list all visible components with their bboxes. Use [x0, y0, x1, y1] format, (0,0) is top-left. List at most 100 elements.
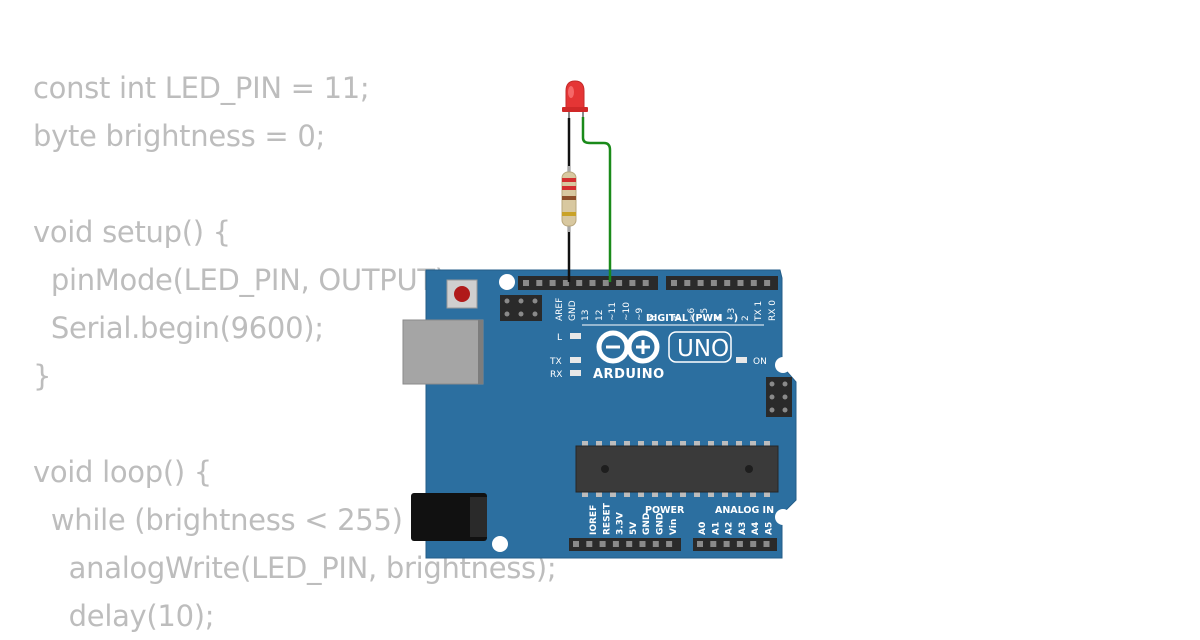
digital-pin-label: RX 0	[768, 300, 778, 321]
led-tx-label: TX	[549, 357, 562, 367]
chip-pin	[694, 491, 700, 497]
resistor[interactable]	[561, 166, 577, 232]
code-line: Serial.begin(9600);	[33, 311, 324, 345]
power-pin-label: RESET	[602, 502, 612, 535]
digital-header-left	[518, 276, 658, 290]
header-pin[interactable]	[536, 280, 543, 286]
power-pin-label: IOREF	[589, 505, 599, 535]
led-tx	[570, 357, 581, 363]
chip-pin	[596, 441, 602, 447]
header-pin[interactable]	[724, 280, 731, 286]
header-pin[interactable]	[671, 280, 677, 286]
power-pin-label: Vin	[669, 519, 679, 535]
digital-pin-label: ~6	[687, 307, 697, 321]
header-pin[interactable]	[763, 541, 770, 547]
header-pin[interactable]	[750, 541, 757, 547]
wire-pin11[interactable]	[581, 117, 612, 282]
digital-pin-holes	[523, 280, 771, 286]
chip-pin	[582, 441, 588, 447]
usb-port-edge	[478, 320, 483, 384]
chip-pin	[624, 491, 630, 497]
chip-pin	[736, 491, 742, 497]
chip-pin	[638, 441, 644, 447]
digital-pin-label: AREF	[555, 298, 565, 321]
header-pin[interactable]	[666, 541, 673, 547]
icsp-header-right	[766, 377, 792, 417]
chip-pin	[750, 441, 756, 447]
chip-pin	[652, 491, 658, 497]
led-on	[736, 357, 747, 363]
header-pin[interactable]	[602, 280, 609, 286]
code-line: }	[33, 359, 52, 393]
header-pin[interactable]	[750, 280, 757, 286]
chip-pin	[666, 441, 672, 447]
header-pin[interactable]	[616, 280, 623, 286]
reset-button[interactable]	[446, 279, 478, 309]
header-pin[interactable]	[710, 541, 717, 547]
header-pin[interactable]	[737, 280, 744, 286]
header-pin[interactable]	[629, 280, 636, 286]
chip-pin	[680, 491, 686, 497]
header-pin[interactable]	[576, 280, 583, 286]
header-pin[interactable]	[697, 541, 703, 547]
header-pin[interactable]	[599, 541, 606, 547]
led-l	[570, 333, 581, 339]
brand-label: ARDUINO	[593, 367, 665, 382]
chip-pin	[624, 441, 630, 447]
digital-pin-label: 2	[741, 315, 751, 321]
chip-pin	[764, 491, 770, 497]
header-pin[interactable]	[639, 541, 646, 547]
led-l-label: L	[557, 333, 562, 343]
digital-header-right	[666, 276, 778, 290]
power-header	[569, 538, 681, 551]
chip-pin	[582, 491, 588, 497]
digital-pin-label: ~3	[727, 308, 737, 321]
mounting-hole	[775, 357, 791, 373]
model-label: UNO	[677, 336, 729, 362]
chip-pin	[708, 441, 714, 447]
digital-pin-label: 4	[714, 315, 724, 321]
header-pin[interactable]	[642, 280, 649, 286]
atmega-chip	[575, 441, 779, 497]
header-pin[interactable]	[549, 280, 556, 286]
mounting-hole	[499, 274, 515, 290]
analog-pin-label: A4	[751, 522, 761, 535]
power-pin-label: GND	[656, 513, 666, 535]
header-pin[interactable]	[562, 280, 569, 286]
led-rx-label: RX	[550, 370, 562, 380]
power-jack	[411, 493, 487, 541]
header-pin[interactable]	[626, 541, 633, 547]
red-led[interactable]	[562, 80, 588, 118]
header-pin[interactable]	[684, 280, 691, 286]
header-pin[interactable]	[573, 541, 579, 547]
chip-pin	[694, 441, 700, 447]
header-pin[interactable]	[697, 280, 704, 286]
analog-label: ANALOG IN	[715, 505, 774, 516]
header-pin[interactable]	[723, 541, 730, 547]
header-pin[interactable]	[586, 541, 593, 547]
header-pin[interactable]	[736, 541, 743, 547]
power-pin-label: GND	[642, 513, 652, 535]
header-pin[interactable]	[710, 280, 717, 286]
header-pin[interactable]	[764, 280, 771, 286]
chip-pin	[764, 441, 770, 447]
model-badge	[668, 331, 732, 363]
chip-pin	[750, 491, 756, 497]
digital-header-label: DIGITAL (PWM ~)	[646, 313, 738, 324]
header-pin[interactable]	[652, 541, 659, 547]
digital-pin-label: ~5	[700, 308, 710, 321]
code-line: void setup() {	[33, 215, 231, 249]
header-pin[interactable]	[523, 280, 529, 286]
arduino-logo-icon	[596, 330, 660, 364]
analog-pin-label: A3	[738, 522, 748, 535]
chip-pin	[596, 491, 602, 497]
header-pin[interactable]	[589, 280, 596, 286]
digital-pin-label: ~10	[622, 302, 632, 321]
chip-pin	[680, 441, 686, 447]
led-rx	[570, 370, 581, 376]
header-pin[interactable]	[612, 541, 619, 547]
